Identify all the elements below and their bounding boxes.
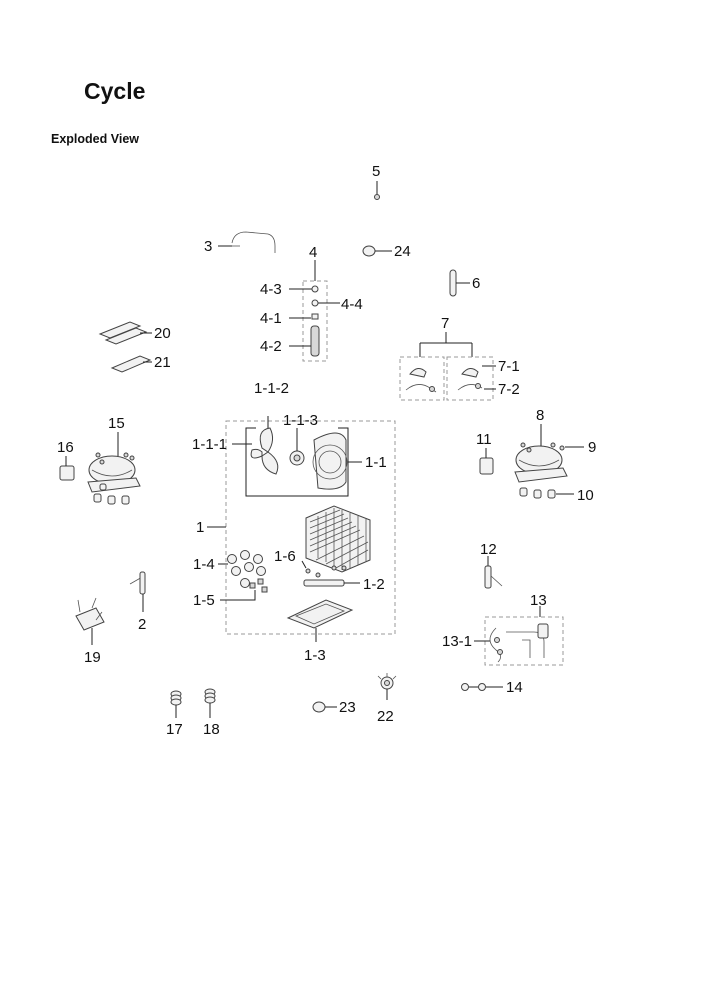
callout-1-1: 1-1 bbox=[365, 454, 387, 471]
callout-4-4: 4-4 bbox=[341, 296, 363, 313]
callout-23: 23 bbox=[339, 699, 356, 716]
callout-1: 1 bbox=[196, 519, 204, 536]
callout-18: 18 bbox=[203, 721, 220, 738]
callout-13-1: 13-1 bbox=[442, 633, 472, 650]
callout-5: 5 bbox=[372, 163, 380, 180]
part-1-6-screws bbox=[301, 560, 347, 578]
callout-17: 17 bbox=[166, 721, 183, 738]
callout-16: 16 bbox=[57, 439, 74, 456]
callout-8: 8 bbox=[536, 407, 544, 424]
part-3-pipe bbox=[218, 231, 276, 253]
part-12-tube bbox=[484, 556, 503, 589]
part-1-3-tray bbox=[286, 599, 354, 642]
part-24-cap bbox=[362, 245, 392, 257]
part-evaporator bbox=[305, 505, 371, 573]
part-8-compressor bbox=[514, 424, 584, 499]
callout-2: 2 bbox=[138, 616, 146, 633]
callout-1-4: 1-4 bbox=[193, 556, 215, 573]
part-4-assembly bbox=[289, 260, 340, 362]
callout-15: 15 bbox=[108, 415, 125, 432]
callout-7: 7 bbox=[441, 315, 449, 332]
callout-7-2: 7-2 bbox=[498, 381, 520, 398]
part-18-spring bbox=[204, 688, 216, 718]
part-1-2-bracket bbox=[303, 579, 360, 587]
callout-19: 19 bbox=[84, 649, 101, 666]
callout-11: 11 bbox=[476, 431, 492, 448]
page-title: Cycle bbox=[84, 78, 146, 104]
callout-6: 6 bbox=[472, 275, 480, 292]
callout-10: 10 bbox=[577, 487, 594, 504]
part-14-grommets bbox=[461, 683, 503, 691]
callout-1-2: 1-2 bbox=[363, 576, 385, 593]
part-16-relay bbox=[59, 456, 75, 481]
callout-4: 4 bbox=[309, 244, 317, 261]
part-2-tube bbox=[129, 571, 146, 612]
part-11-relay bbox=[479, 448, 494, 475]
part-13-assembly bbox=[474, 606, 564, 666]
callout-20: 20 bbox=[154, 325, 171, 342]
callout-1-6: 1-6 bbox=[274, 548, 296, 565]
callout-1-1-1: 1-1-1 bbox=[192, 436, 227, 453]
part-15-compressor bbox=[87, 432, 141, 505]
callout-1-1-3: 1-1-3 bbox=[283, 412, 318, 429]
callout-21: 21 bbox=[154, 354, 171, 371]
callout-1-1-2: 1-1-2 bbox=[254, 380, 289, 397]
part-5-screw bbox=[374, 181, 380, 200]
part-17-spring bbox=[170, 690, 182, 718]
part-19-bracket bbox=[75, 597, 105, 645]
part-1-boundary bbox=[225, 420, 396, 635]
callout-13: 13 bbox=[530, 592, 547, 609]
part-1-5-clips bbox=[220, 578, 268, 601]
part-21-pad bbox=[110, 355, 152, 373]
callout-24: 24 bbox=[394, 243, 411, 260]
part-20-pads bbox=[98, 321, 152, 345]
page-subtitle: Exploded View bbox=[51, 132, 139, 146]
callout-4-3: 4-3 bbox=[260, 281, 282, 298]
callout-12: 12 bbox=[480, 541, 497, 558]
callout-22: 22 bbox=[377, 708, 394, 725]
callout-4-2: 4-2 bbox=[260, 338, 282, 355]
part-7-assembly bbox=[399, 332, 496, 401]
callout-1-3: 1-3 bbox=[304, 647, 326, 664]
part-22-valve bbox=[377, 673, 397, 700]
callout-14: 14 bbox=[506, 679, 523, 696]
part-1-1-fan-assembly bbox=[232, 416, 362, 497]
callout-4-1: 4-1 bbox=[260, 310, 282, 327]
part-23-cap bbox=[312, 701, 337, 713]
callout-7-1: 7-1 bbox=[498, 358, 520, 375]
part-6-tube bbox=[449, 269, 470, 297]
callout-3: 3 bbox=[204, 238, 212, 255]
callout-9: 9 bbox=[588, 439, 596, 456]
callout-1-5: 1-5 bbox=[193, 592, 215, 609]
